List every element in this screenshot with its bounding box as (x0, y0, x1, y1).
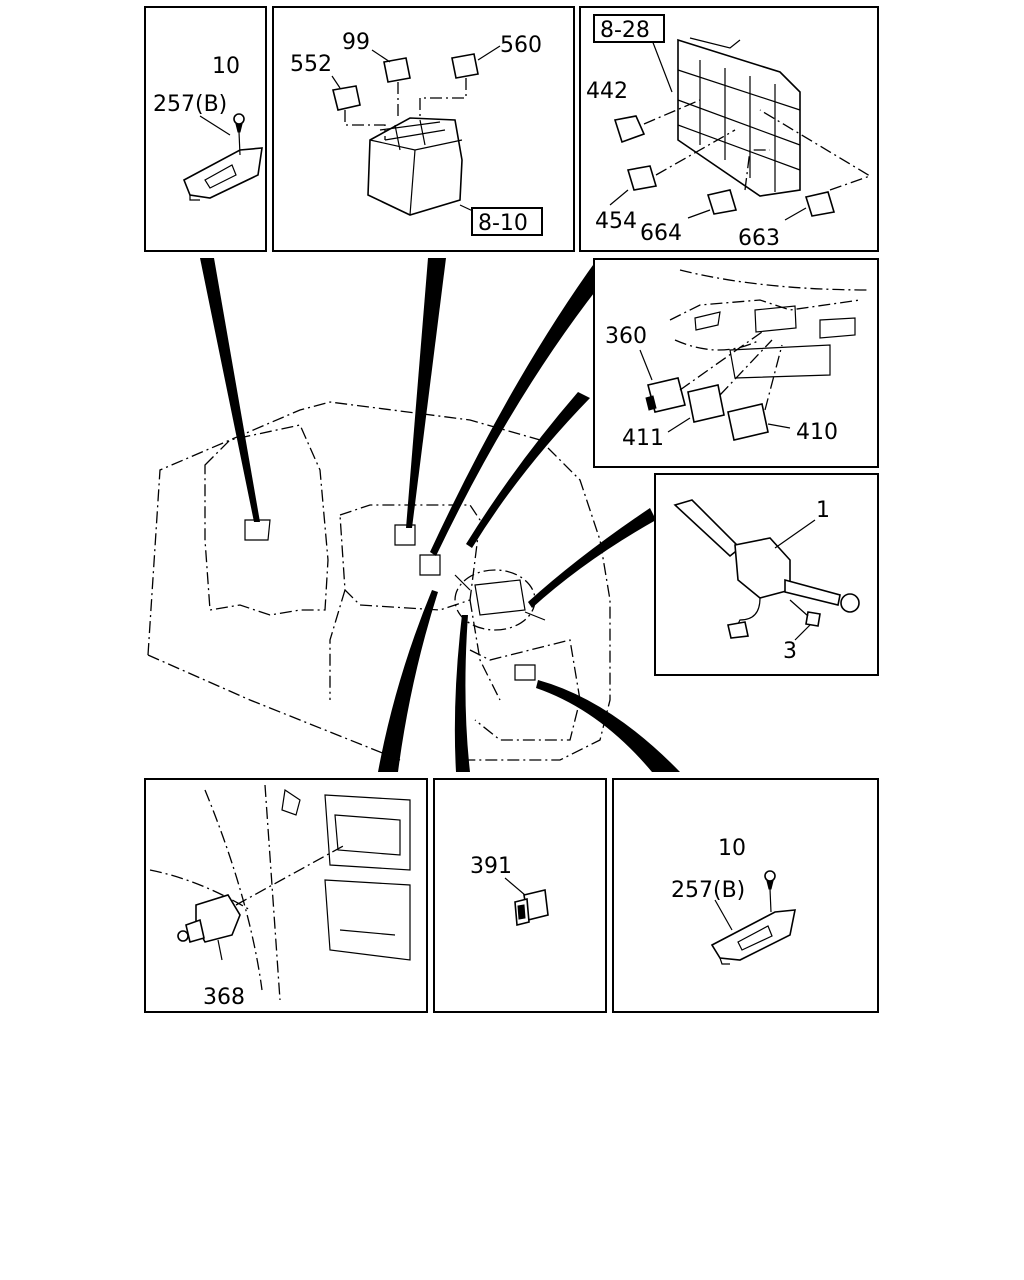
panel-mid-right-lower: 1 3 (654, 473, 879, 676)
callout-leaders (200, 258, 680, 772)
panel-top-middle: 99 560 552 8-10 (272, 6, 575, 252)
panel-top-left: 10 257(B) (144, 6, 267, 252)
label-442: 442 (586, 79, 628, 104)
cab-interior-view (147, 401, 611, 761)
label-257b: 257(B) (671, 878, 745, 903)
label-663: 663 (738, 226, 780, 251)
label-410: 410 (796, 420, 838, 445)
label-552: 552 (290, 52, 332, 77)
ref-8-28: 8-28 (600, 18, 650, 43)
panel-mid-right-upper: 360 411 410 (593, 258, 879, 468)
panel-bottom-right: 10 257(B) (612, 778, 879, 1013)
label-360: 360 (605, 324, 647, 349)
label-368: 368 (203, 985, 245, 1010)
panel-bottom-middle: 391 (433, 778, 607, 1013)
label-257b: 257(B) (153, 92, 227, 117)
label-560: 560 (500, 33, 542, 58)
label-99: 99 (342, 30, 370, 55)
label-411: 411 (622, 426, 664, 451)
label-10: 10 (718, 836, 746, 861)
label-454: 454 (595, 209, 637, 234)
panel-top-right: 442 454 664 663 8-28 (579, 6, 879, 252)
label-391: 391 (470, 854, 512, 879)
panel-bottom-left: 368 (144, 778, 428, 1013)
ref-8-10: 8-10 (478, 211, 528, 236)
label-1: 1 (816, 498, 830, 523)
label-10: 10 (212, 54, 240, 79)
label-664: 664 (640, 221, 682, 246)
label-3: 3 (783, 639, 797, 664)
